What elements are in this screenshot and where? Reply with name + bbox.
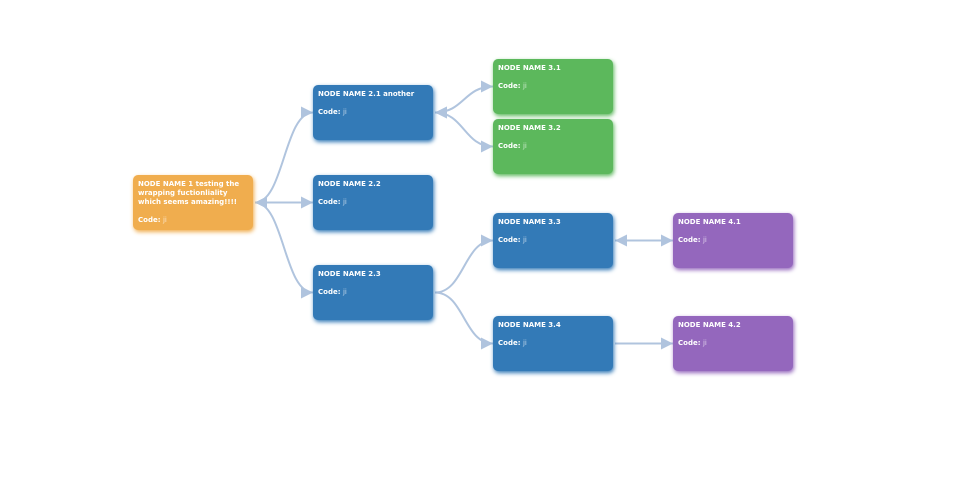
edge-n21-n32 — [434, 106, 494, 153]
edge-n23-n33 — [434, 234, 494, 294]
node-title: NODE NAME 1 testing the wrapping fuction… — [138, 180, 240, 206]
edge-n21-n31 — [434, 80, 494, 119]
node-n32[interactable]: NODE NAME 3.2 Code: ji — [493, 119, 613, 174]
node-title: NODE NAME 2.3 — [318, 270, 381, 278]
edge-n1-n23 — [254, 196, 314, 299]
node-code: Code: ji — [498, 142, 527, 150]
node-n23[interactable]: NODE NAME 2.3 Code: ji — [313, 265, 433, 320]
node-code: Code: ji — [498, 82, 527, 90]
node-title: NODE NAME 2.1 another — [318, 90, 415, 98]
node-code: Code: ji — [318, 108, 347, 116]
node-code: Code: ji — [318, 198, 347, 206]
node-n33[interactable]: NODE NAME 3.3 Code: ji — [493, 213, 613, 268]
edge-n23-n34 — [434, 291, 494, 350]
node-title: NODE NAME 3.4 — [498, 321, 561, 329]
node-code: Code: ji — [138, 216, 167, 224]
node-code: Code: ji — [498, 236, 527, 244]
node-n41[interactable]: NODE NAME 4.1 Code: ji — [673, 213, 793, 268]
node-code: Code: ji — [318, 288, 347, 296]
node-code: Code: ji — [678, 236, 707, 244]
node-title: NODE NAME 3.2 — [498, 124, 561, 132]
node-n42[interactable]: NODE NAME 4.2 Code: ji — [673, 316, 793, 371]
node-title: NODE NAME 2.2 — [318, 180, 381, 188]
node-n34[interactable]: NODE NAME 3.4 Code: ji — [493, 316, 613, 371]
node-title: NODE NAME 4.2 — [678, 321, 741, 329]
node-code: Code: ji — [678, 339, 707, 347]
node-title: NODE NAME 3.1 — [498, 64, 561, 72]
node-title: NODE NAME 4.1 — [678, 218, 741, 226]
node-n21[interactable]: NODE NAME 2.1 another Code: ji — [313, 85, 433, 140]
edge-n1-n21 — [254, 106, 314, 209]
node-title: NODE NAME 3.3 — [498, 218, 561, 226]
node-n22[interactable]: NODE NAME 2.2 Code: ji — [313, 175, 433, 230]
node-n31[interactable]: NODE NAME 3.1 Code: ji — [493, 59, 613, 114]
node-code: Code: ji — [498, 339, 527, 347]
node-n1[interactable]: NODE NAME 1 testing the wrapping fuction… — [133, 175, 253, 230]
